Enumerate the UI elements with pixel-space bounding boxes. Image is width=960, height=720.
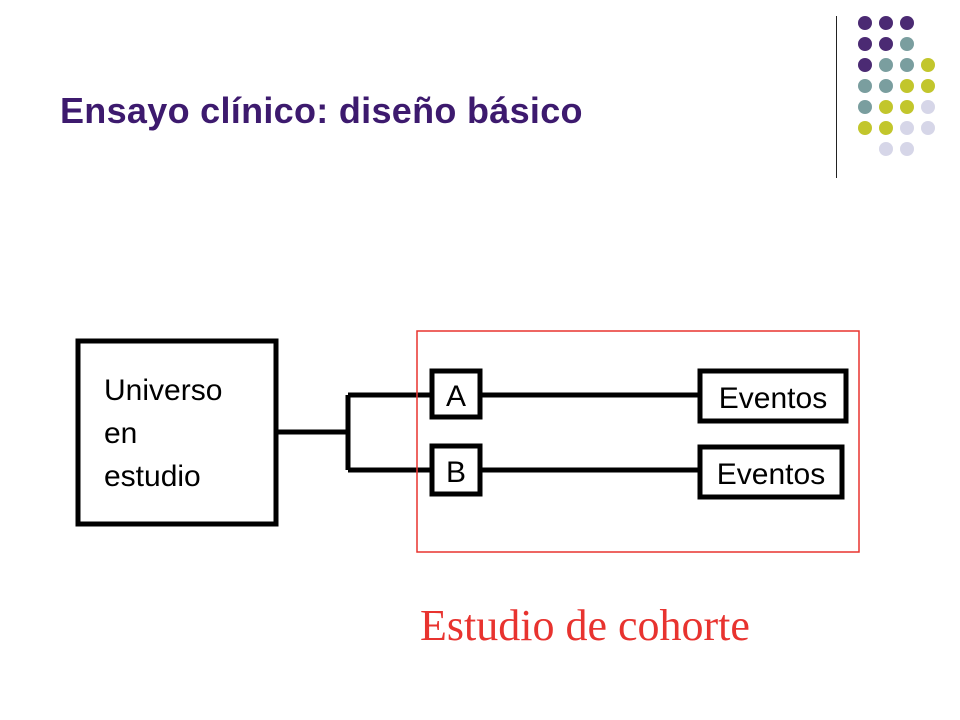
events-b-box xyxy=(697,444,845,500)
arm-a-label: A xyxy=(446,380,466,413)
events-a-box xyxy=(697,368,849,424)
cohort-caption: Estudio de cohorte xyxy=(420,601,750,650)
events-a-label: Eventos xyxy=(719,382,827,415)
events-b-label: Eventos xyxy=(717,458,825,491)
universe-label-line-2: en xyxy=(104,417,137,450)
universe-label-line-1: Universo xyxy=(104,374,222,407)
universe-label-line-3: estudio xyxy=(104,460,201,493)
title-divider-line xyxy=(836,16,837,178)
arm-b-label: B xyxy=(446,456,466,489)
cohort-highlight-frame xyxy=(416,330,860,553)
slide-title: Ensayo clínico: diseño básico xyxy=(60,90,583,131)
